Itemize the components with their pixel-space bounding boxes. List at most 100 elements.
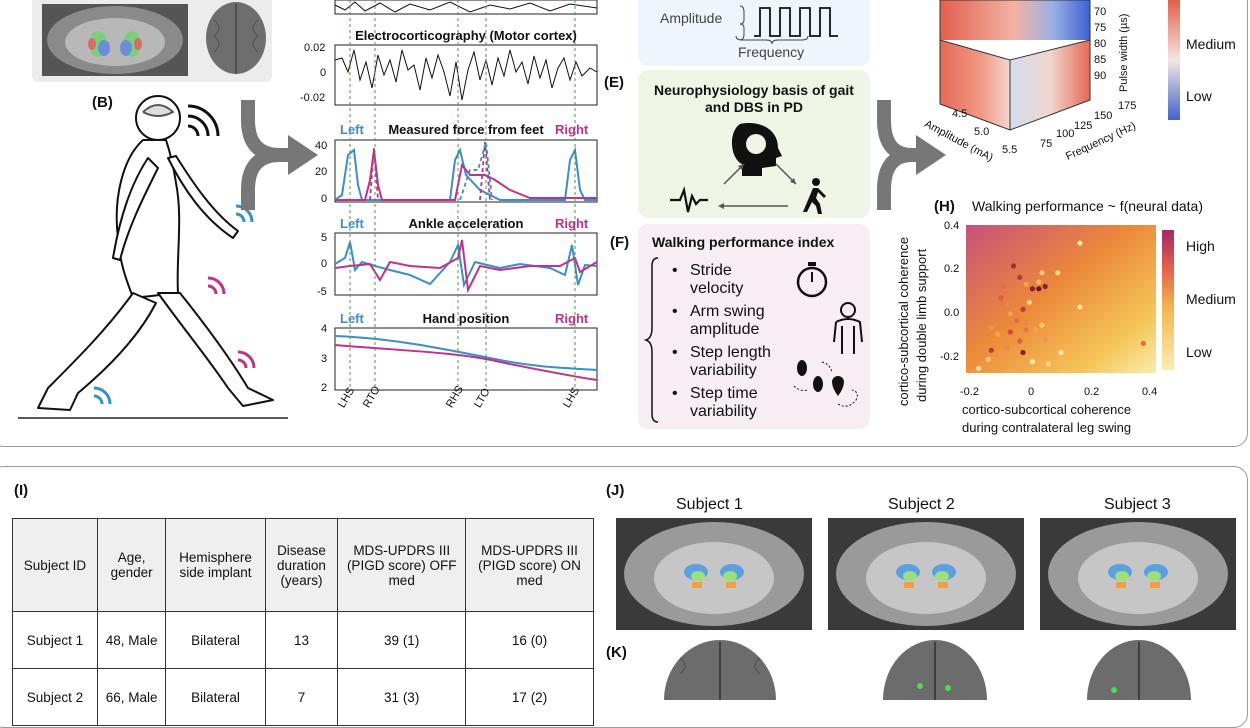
wpi-item-2: • — [672, 303, 678, 320]
scatter-xtick-4: 0.4 — [1142, 386, 1158, 398]
mri-subject-3-image — [1040, 518, 1236, 630]
accel-ytick-3: -5 — [317, 286, 327, 298]
cube-ytick-1: 70 — [1094, 6, 1107, 18]
panel-label-j: (J) — [606, 482, 625, 499]
panel-label-f: (F) — [610, 234, 630, 251]
cell: 16 (0) — [465, 611, 594, 669]
cortex-subject-3-image — [1087, 640, 1191, 700]
hand-left-label: Left — [340, 311, 364, 326]
cube-freq-tick-4: 150 — [1094, 110, 1113, 122]
walking-performance-card: Walking performance index • Stride veloc… — [638, 224, 870, 429]
scatter-ylabel-2: during double limb support — [914, 248, 929, 402]
footsteps-icon — [793, 360, 833, 392]
scatter-point — [1023, 327, 1029, 333]
wpi-item-1: • — [672, 262, 678, 279]
wpi-title: Walking performance index — [652, 234, 835, 250]
cell: 13 — [264, 611, 339, 669]
force-ytick-1: 40 — [315, 140, 328, 152]
accel-right-label: Right — [555, 216, 589, 231]
cube-freq-tick-5: 175 — [1118, 100, 1137, 112]
amplitude-label: Amplitude — [660, 10, 723, 26]
cube-ytick-3: 80 — [1094, 38, 1107, 50]
scatter-point — [1026, 299, 1032, 306]
scatter-ylabel-1: cortico-subcortical coherence — [896, 236, 911, 406]
header-hemisphere: Hemisphere side implant — [165, 518, 266, 612]
panel-label-b: (B) — [92, 94, 113, 111]
scatter-point — [1039, 322, 1045, 328]
scatter-xlabel-1: cortico-subcortical coherence — [962, 402, 1132, 417]
hand-ytick-1: 4 — [321, 323, 328, 335]
scatter-point — [1077, 240, 1083, 246]
header-subject-id: Subject ID — [12, 518, 98, 612]
scatter-point — [1036, 286, 1042, 292]
neuro-title: Neurophysiology basis of gait and DBS in… — [654, 82, 854, 115]
scatter-point — [1004, 345, 1010, 351]
scatter-ytick-1: 0.4 — [944, 220, 960, 232]
scatter-xtick-2: 0 — [1028, 386, 1035, 398]
cube-ytick-4: 85 — [1094, 54, 1107, 66]
ecog-title: Electrocorticography (Motor cortex) — [355, 28, 577, 43]
mri-subject-1-label: Subject 1 — [676, 496, 743, 513]
neuro-cycle-diagram — [670, 123, 826, 214]
scatter-xlabel-2: during contralateral leg swing — [962, 420, 1132, 435]
header-age-gender: Age, gender — [96, 518, 167, 612]
accel-ytick-2: 0 — [321, 258, 328, 270]
hand-ytick-2: 3 — [321, 353, 328, 365]
scatter-point — [1017, 274, 1023, 280]
cell: Subject 2 — [12, 668, 98, 726]
table-row: Subject 1 48, Male Bilateral 13 39 (1) 1… — [12, 611, 594, 669]
scatter-legend-high: High — [1186, 238, 1215, 254]
header-updrs-off: MDS-UPDRS III (PIGD score) OFF med — [337, 518, 467, 612]
wpi-item-2-text: Arm swing amplitude — [690, 303, 765, 338]
pulse-train-icon — [739, 5, 838, 40]
scatter-xtick-3: 0.2 — [1084, 386, 1100, 398]
merge-arrow-left — [241, 100, 318, 210]
cortex-subject-2-image — [883, 640, 987, 700]
ecog-plot-frame — [334, 44, 598, 106]
scatter-point — [1001, 283, 1007, 290]
scatter-point — [1077, 304, 1083, 310]
cortex-subject-1-image — [664, 640, 776, 700]
waveform-icon — [670, 186, 708, 213]
scatter-point — [998, 295, 1004, 301]
force-title: Measured force from feet — [388, 122, 544, 137]
scatter-point — [1058, 349, 1064, 356]
arm-swing-icon — [833, 302, 863, 354]
panel-label-e: (E) — [604, 74, 624, 91]
brain-slice-image — [42, 2, 266, 76]
stopwatch-icon — [796, 262, 828, 298]
force-ytick-3: 0 — [321, 193, 328, 205]
scatter-colorbar — [1162, 230, 1174, 370]
cell: 31 (3) — [337, 668, 467, 726]
mri-subject-2-label: Subject 2 — [888, 496, 955, 513]
cube-ytick-2: 75 — [1094, 22, 1107, 34]
ecog-ytick-3: -0.02 — [300, 92, 326, 104]
cube-legend-medium: Medium — [1186, 36, 1236, 52]
scatter-point — [1014, 318, 1020, 324]
stimulation-card: Amplitude Frequency — [638, 0, 870, 66]
table-header-row: Subject ID Age, gender Hemisphere side i… — [12, 518, 594, 612]
head-brain-icon — [731, 123, 782, 176]
parameter-cube-plot — [939, 0, 1091, 131]
scatter-point — [1042, 283, 1048, 290]
scatter-point — [1010, 263, 1017, 269]
cell: Bilateral — [165, 668, 266, 726]
panel-label-i: (I) — [14, 482, 29, 499]
wpi-brace — [644, 257, 659, 423]
path-pin-icon — [832, 376, 858, 407]
scatter-point — [1020, 306, 1026, 312]
frequency-label: Frequency — [738, 44, 805, 60]
mri-subject-1-image — [616, 518, 812, 630]
hand-right-label: Right — [555, 311, 589, 326]
panel-label-h: (H) — [934, 198, 955, 215]
cube-ytick-5: 90 — [1094, 70, 1107, 82]
cube-freq-tick-2: 100 — [1056, 128, 1075, 140]
cube-amp-tick-1: 4.5 — [952, 108, 968, 120]
cube-freq-tick-3: 125 — [1074, 120, 1093, 132]
scatter-point — [988, 347, 994, 353]
scatter-legend-medium: Medium — [1186, 291, 1236, 307]
scatter-point — [1045, 361, 1051, 367]
scatter-point — [1004, 302, 1010, 308]
accel-title: Ankle acceleration — [408, 216, 524, 231]
scatter-point — [1029, 286, 1036, 292]
